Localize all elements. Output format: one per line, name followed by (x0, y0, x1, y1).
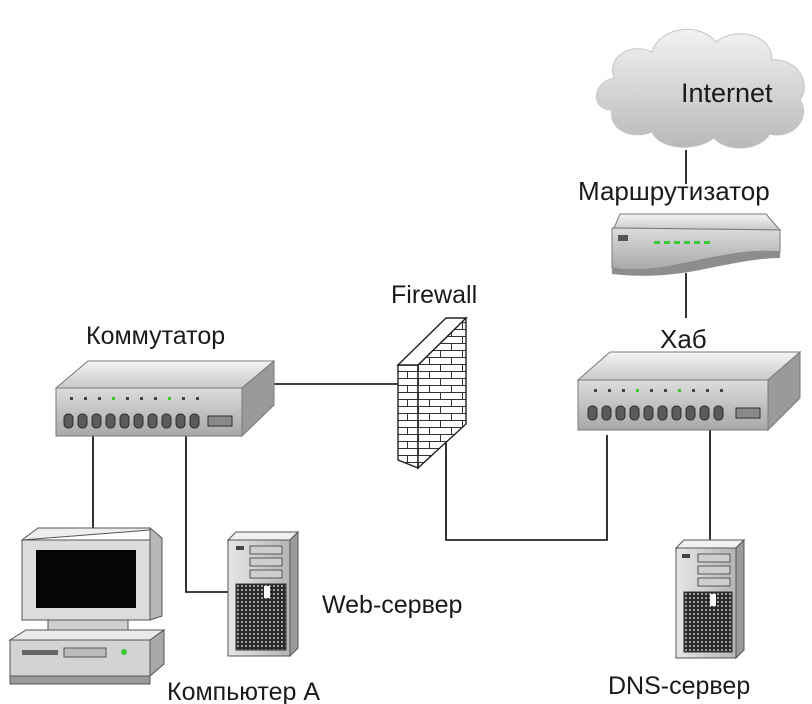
firewall-label: Firewall (391, 281, 477, 309)
switch-led-icons (70, 397, 199, 400)
desktop-computer-icon (8, 526, 166, 685)
computer-label: Компьютер А (167, 678, 320, 704)
wire-firewall-hub (445, 432, 608, 541)
router-label: Маршрутизатор (578, 176, 770, 206)
brick-wall-icon (396, 316, 468, 470)
router-led-icons (654, 241, 710, 244)
switch-port-icons (63, 413, 233, 429)
internet-label: Internet (681, 78, 773, 108)
internet-cloud-icon (596, 28, 805, 149)
router-icon (611, 213, 782, 276)
wire-switch-webserver (185, 435, 228, 593)
dns-server-label: DNS-сервер (608, 672, 750, 700)
switch-label: Коммутатор (86, 322, 225, 350)
web-server-label: Web-сервер (322, 591, 462, 619)
hub-label: Хаб (660, 324, 707, 354)
monitor-screen-icon (36, 550, 136, 608)
hub-port-icons (587, 405, 761, 421)
router-port-icon (618, 235, 628, 241)
web-server-tower-server-icon (226, 530, 300, 658)
network-switch-icon (54, 359, 276, 438)
network-hub-icon (576, 350, 802, 432)
dns-server-tower-server-icon (674, 538, 746, 660)
hub-led-icons (594, 389, 723, 392)
connection-wires (92, 150, 711, 593)
